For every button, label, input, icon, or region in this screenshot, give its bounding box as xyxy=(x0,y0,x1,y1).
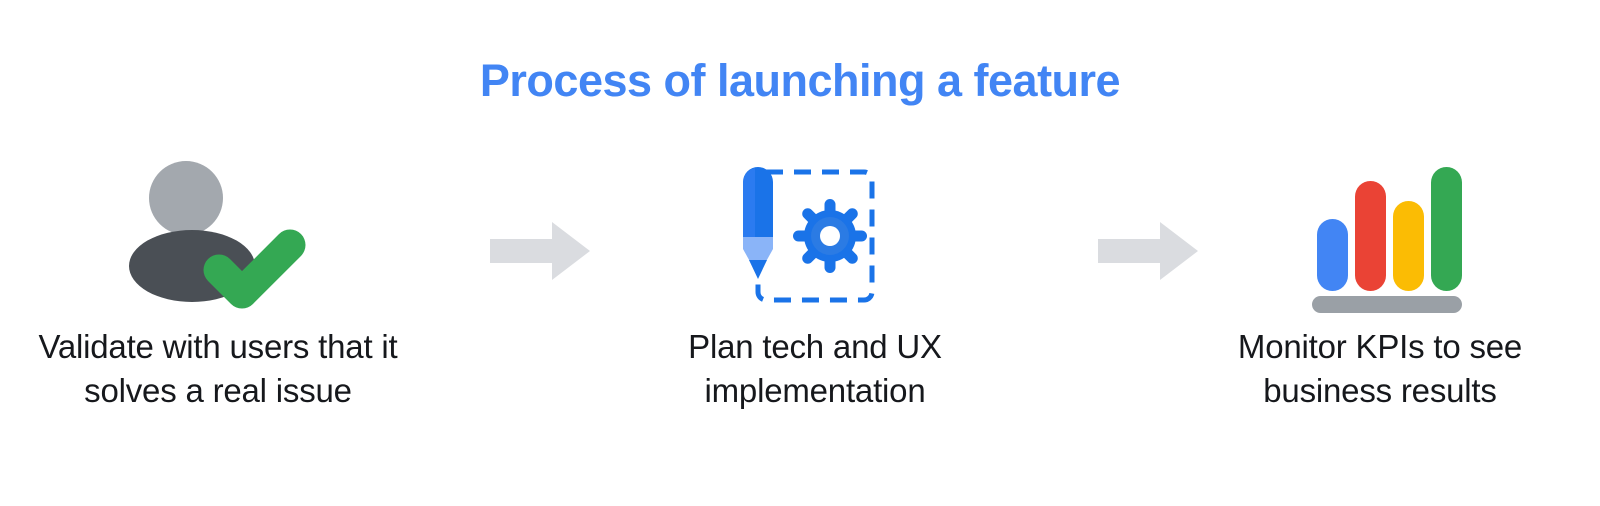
arrow-right-icon xyxy=(490,222,590,280)
bar-chart-bar-4 xyxy=(1430,166,1462,291)
bar-chart-icon xyxy=(1311,166,1462,313)
step-3-caption: Monitor KPIs to see business results xyxy=(1237,328,1523,409)
bar-chart-bar-3 xyxy=(1392,200,1424,291)
gear-icon xyxy=(793,198,867,273)
person-check-icon xyxy=(129,160,306,308)
arrow-right-shape xyxy=(1098,222,1198,280)
pencil-highlight-shape xyxy=(743,167,755,237)
process-step-3: Monitor KPIs to see business results xyxy=(1170,150,1590,412)
check-icon xyxy=(203,229,306,308)
bar-chart-bar-2 xyxy=(1354,180,1386,291)
pencil-tip-shape xyxy=(749,259,767,279)
person-head-shape xyxy=(149,160,223,235)
step-2-icon-wrap xyxy=(605,150,1025,325)
step-2-caption: Plan tech and UX implementation xyxy=(688,328,942,409)
bar-chart-bar-1 xyxy=(1316,218,1348,291)
process-step-1: Validate with users that it solves a rea… xyxy=(8,150,428,412)
step-1-icon-wrap xyxy=(8,150,428,325)
process-step-2: Plan tech and UX implementation xyxy=(605,150,1025,412)
bar-chart-baseline xyxy=(1311,295,1462,313)
step-1-caption: Validate with users that it solves a rea… xyxy=(38,328,398,409)
arrow-right-shape xyxy=(490,222,590,280)
arrow-step2-to-step3 xyxy=(1098,222,1198,285)
step-3-icon-wrap xyxy=(1170,150,1590,325)
pencil-gear-dashed-box-icon xyxy=(743,166,875,302)
page-title: Process of launching a feature xyxy=(479,55,1121,106)
arrow-step1-to-step2 xyxy=(490,222,590,285)
pencil-wood-shape xyxy=(743,236,773,276)
arrow-right-icon xyxy=(1098,222,1198,280)
